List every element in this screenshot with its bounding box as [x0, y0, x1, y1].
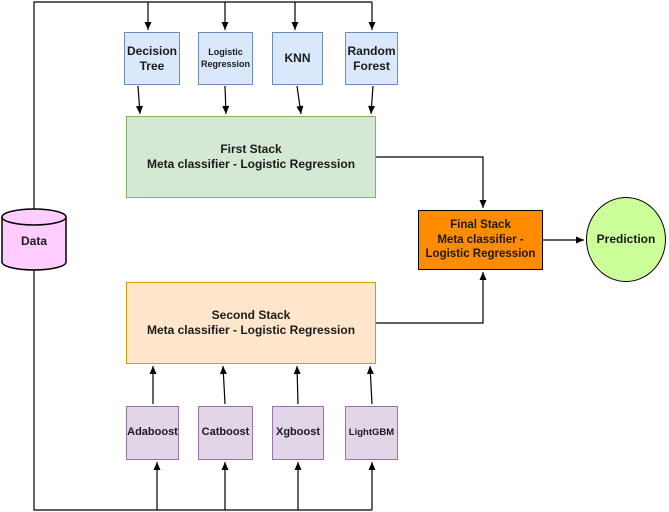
- arrow-logistic-to-first-stack: [222, 85, 230, 115]
- arrow-lightgbm-to-second-stack: [366, 365, 374, 405]
- logistic-regression-node: Logistic Regression: [198, 32, 253, 85]
- first-stack-node: First Stack Meta classifier - Logistic R…: [126, 116, 376, 198]
- arrow-second-to-final-stack: [376, 272, 487, 324]
- catboost-node: Catboost: [198, 406, 253, 460]
- second-stack-node: Second Stack Meta classifier - Logistic …: [126, 282, 376, 364]
- random-forest-node: Random Forest: [345, 32, 398, 85]
- data-cylinder-icon: [1, 208, 67, 271]
- arrow-catboost-to-second-stack: [219, 365, 227, 405]
- data-bottom-connector: [33, 270, 372, 511]
- arrow-knn-to-first-stack: [296, 85, 304, 115]
- knn-node: KNN: [272, 32, 323, 85]
- xgboost-node: Xgboost: [272, 406, 324, 460]
- final-stack-node: Final Stack Meta classifier - Logistic R…: [418, 210, 543, 270]
- arrow-random-forest-to-first-stack: [368, 85, 376, 115]
- lightgbm-node: LightGBM: [345, 406, 398, 460]
- decision-tree-node: Decision Tree: [124, 32, 180, 85]
- prediction-node: Prediction: [586, 197, 666, 282]
- arrow-first-to-final-stack: [376, 156, 487, 208]
- arrow-decision-tree-to-first-stack: [135, 85, 143, 115]
- data-top-connector: [33, 1, 372, 210]
- adaboost-node: Adaboost: [126, 406, 179, 460]
- arrow-xgboost-to-second-stack: [293, 365, 301, 405]
- data-label: Data: [20, 234, 47, 248]
